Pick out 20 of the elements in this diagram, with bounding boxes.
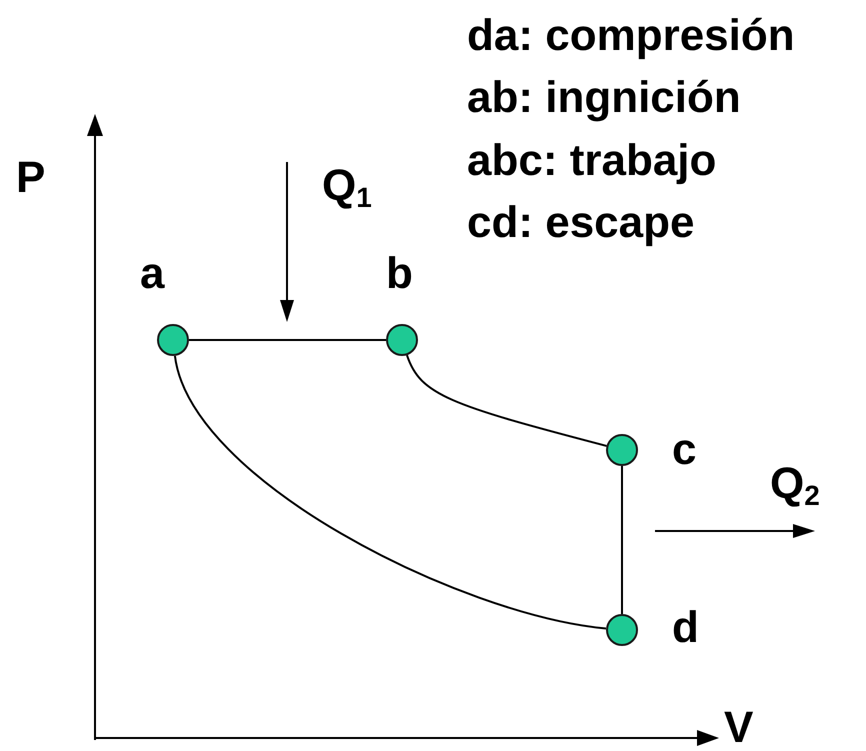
process-note: ab: ingnición: [467, 72, 741, 124]
state-point: [606, 434, 638, 466]
process-curve: [406, 354, 607, 447]
point-label: b: [386, 248, 413, 300]
point-label: d: [672, 602, 699, 654]
point-label: a: [140, 248, 164, 300]
state-point: [606, 614, 638, 646]
process-curve: [174, 356, 606, 630]
heat-label: Q$_{1}$: [322, 160, 372, 214]
axis-label: P: [16, 152, 46, 204]
state-point: [157, 324, 189, 356]
state-point: [386, 324, 418, 356]
process-curve: [189, 339, 386, 341]
process-curve: [621, 466, 623, 614]
process-note: cd: escape: [467, 197, 694, 249]
axis-label: V: [724, 702, 754, 751]
process-note: abc: trabajo: [467, 135, 716, 187]
process-note: da: compresión: [467, 10, 795, 62]
point-label: c: [672, 424, 696, 476]
heat-label: Q$_{2}$: [770, 458, 820, 512]
